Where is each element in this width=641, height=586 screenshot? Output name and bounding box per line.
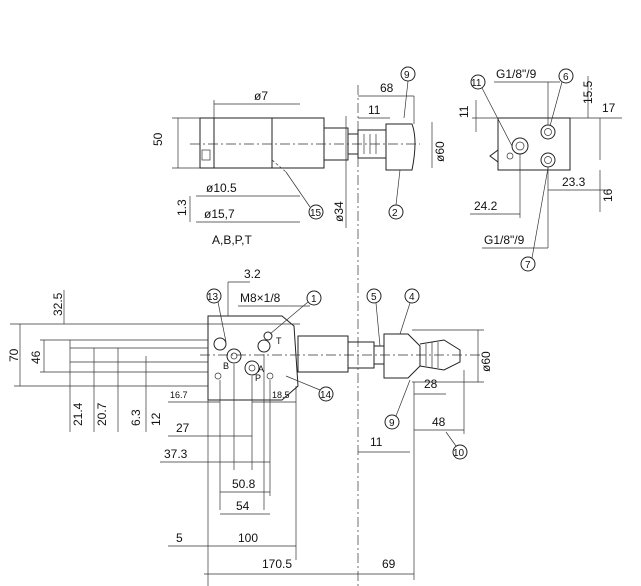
port-label-b: B: [223, 361, 229, 371]
callout-6-label: 6: [563, 72, 569, 83]
front-solenoid: [297, 335, 349, 373]
port-label-t: T: [276, 336, 282, 346]
dim-g1-bottom: G1/8"/9: [484, 233, 525, 247]
callout-11: [470, 74, 486, 90]
dim-h28: 28: [424, 377, 438, 391]
dim-m8: M8×1/8: [240, 291, 281, 305]
callout-6: [558, 68, 574, 84]
callout-1: [306, 290, 322, 306]
dim-h50: 50: [151, 132, 165, 146]
dim-h54: 54: [236, 499, 250, 513]
dim-h48: 48: [432, 415, 446, 429]
dim-h69: 69: [382, 557, 396, 571]
port-label-a: A: [258, 364, 264, 374]
port-hole-bottom: [540, 152, 556, 168]
dim-v32-5: 32.5: [51, 292, 65, 316]
callout-5-label: 5: [371, 292, 377, 303]
dim-d10-5: ø10.5: [206, 181, 237, 195]
dim-d34: ø34: [332, 201, 346, 222]
callout-9-front-label: 9: [389, 418, 395, 429]
front-plug: [419, 339, 461, 371]
dim-w68: 68: [380, 81, 394, 95]
dim-h5: 5: [176, 531, 183, 545]
port-hole-4: [257, 339, 271, 353]
dim-h15-5: 15.5: [581, 80, 595, 104]
callout-14: [318, 386, 334, 402]
front-base-body: [207, 315, 299, 401]
dim-h37-3: 37.3: [164, 447, 188, 461]
dim-w17: 17: [602, 101, 616, 115]
callout-15-label: 15: [310, 208, 322, 219]
dim-v21-4: 21.4: [71, 402, 85, 426]
port-hole-top: [540, 124, 556, 140]
dim-h170-5: 170.5: [262, 557, 292, 571]
top-plug: [385, 123, 416, 171]
dim-h18-5: 18.5: [272, 390, 290, 400]
small-hole: [506, 152, 514, 160]
dim-ports: A,B,P,T: [212, 233, 252, 247]
callout-11-label: 11: [471, 78, 482, 89]
dim-h11: 11: [457, 105, 471, 118]
port-hole-3: [244, 360, 260, 376]
side-body: [497, 117, 571, 171]
dim-w24-2: 24.2: [474, 199, 498, 213]
dim-h16-7: 16.7: [170, 390, 188, 400]
dim-d60: ø60: [433, 141, 447, 162]
dim-w11: 11: [368, 103, 381, 117]
dim-d7: ø7: [254, 89, 268, 103]
callout-5: [366, 288, 382, 304]
front-connector: [383, 333, 421, 379]
dim-w23-3: 23.3: [562, 175, 586, 189]
port-hole-1: [213, 337, 227, 351]
dim-v12: 12: [149, 412, 163, 426]
callout-7: [520, 256, 536, 272]
dim-d60-front: ø60: [479, 351, 493, 372]
side-view: G1/8"/9 15.5 17 11 23.3 24.2 16 G1/8"/9 …: [457, 67, 622, 272]
callout-13-label: 13: [207, 292, 219, 303]
callout-13: [206, 288, 222, 304]
dim-h27: 27: [176, 421, 190, 435]
callout-9-front: [384, 414, 400, 430]
callout-4: [404, 288, 420, 304]
callout-4-label: 4: [409, 292, 415, 303]
dim-v16: 16: [601, 188, 615, 202]
callout-15: [308, 204, 324, 220]
dim-h50-8: 50.8: [232, 477, 256, 491]
port-hole-mid: [511, 137, 529, 155]
dim-v46: 46: [29, 350, 43, 364]
dim-v70: 70: [7, 348, 21, 362]
callout-10: [452, 444, 468, 460]
callout-7-label: 7: [525, 260, 531, 271]
dim-g1-top: G1/8"/9: [496, 67, 537, 81]
port-label-p: P: [255, 373, 261, 383]
callout-10-label: 10: [453, 448, 465, 459]
dim-w3-2: 3.2: [244, 267, 261, 281]
dim-h100: 100: [238, 531, 258, 545]
callout-2-label: 2: [392, 208, 398, 219]
dim-v20-7: 20.7: [95, 402, 109, 426]
top-view: ø7 50 ø10.5 ø15,7 1.3 A,B,P,T ø34 68 11 …: [151, 66, 447, 247]
dim-v6-3: 6.3: [129, 409, 143, 426]
callout-14-label: 14: [320, 390, 332, 401]
dim-d15-7: ø15,7: [204, 207, 235, 221]
port-hole-2: [226, 348, 242, 364]
front-view: B P A T 3.2 M8×1/8 32.5 70 46 21.4 20.7 …: [7, 267, 493, 586]
top-body: [199, 117, 325, 169]
callout-1-label: 1: [311, 294, 317, 305]
dim-v1-3: 1.3: [175, 199, 189, 216]
callout-9-top-label: 9: [404, 70, 410, 81]
dim-h11-front: 11: [370, 435, 383, 449]
